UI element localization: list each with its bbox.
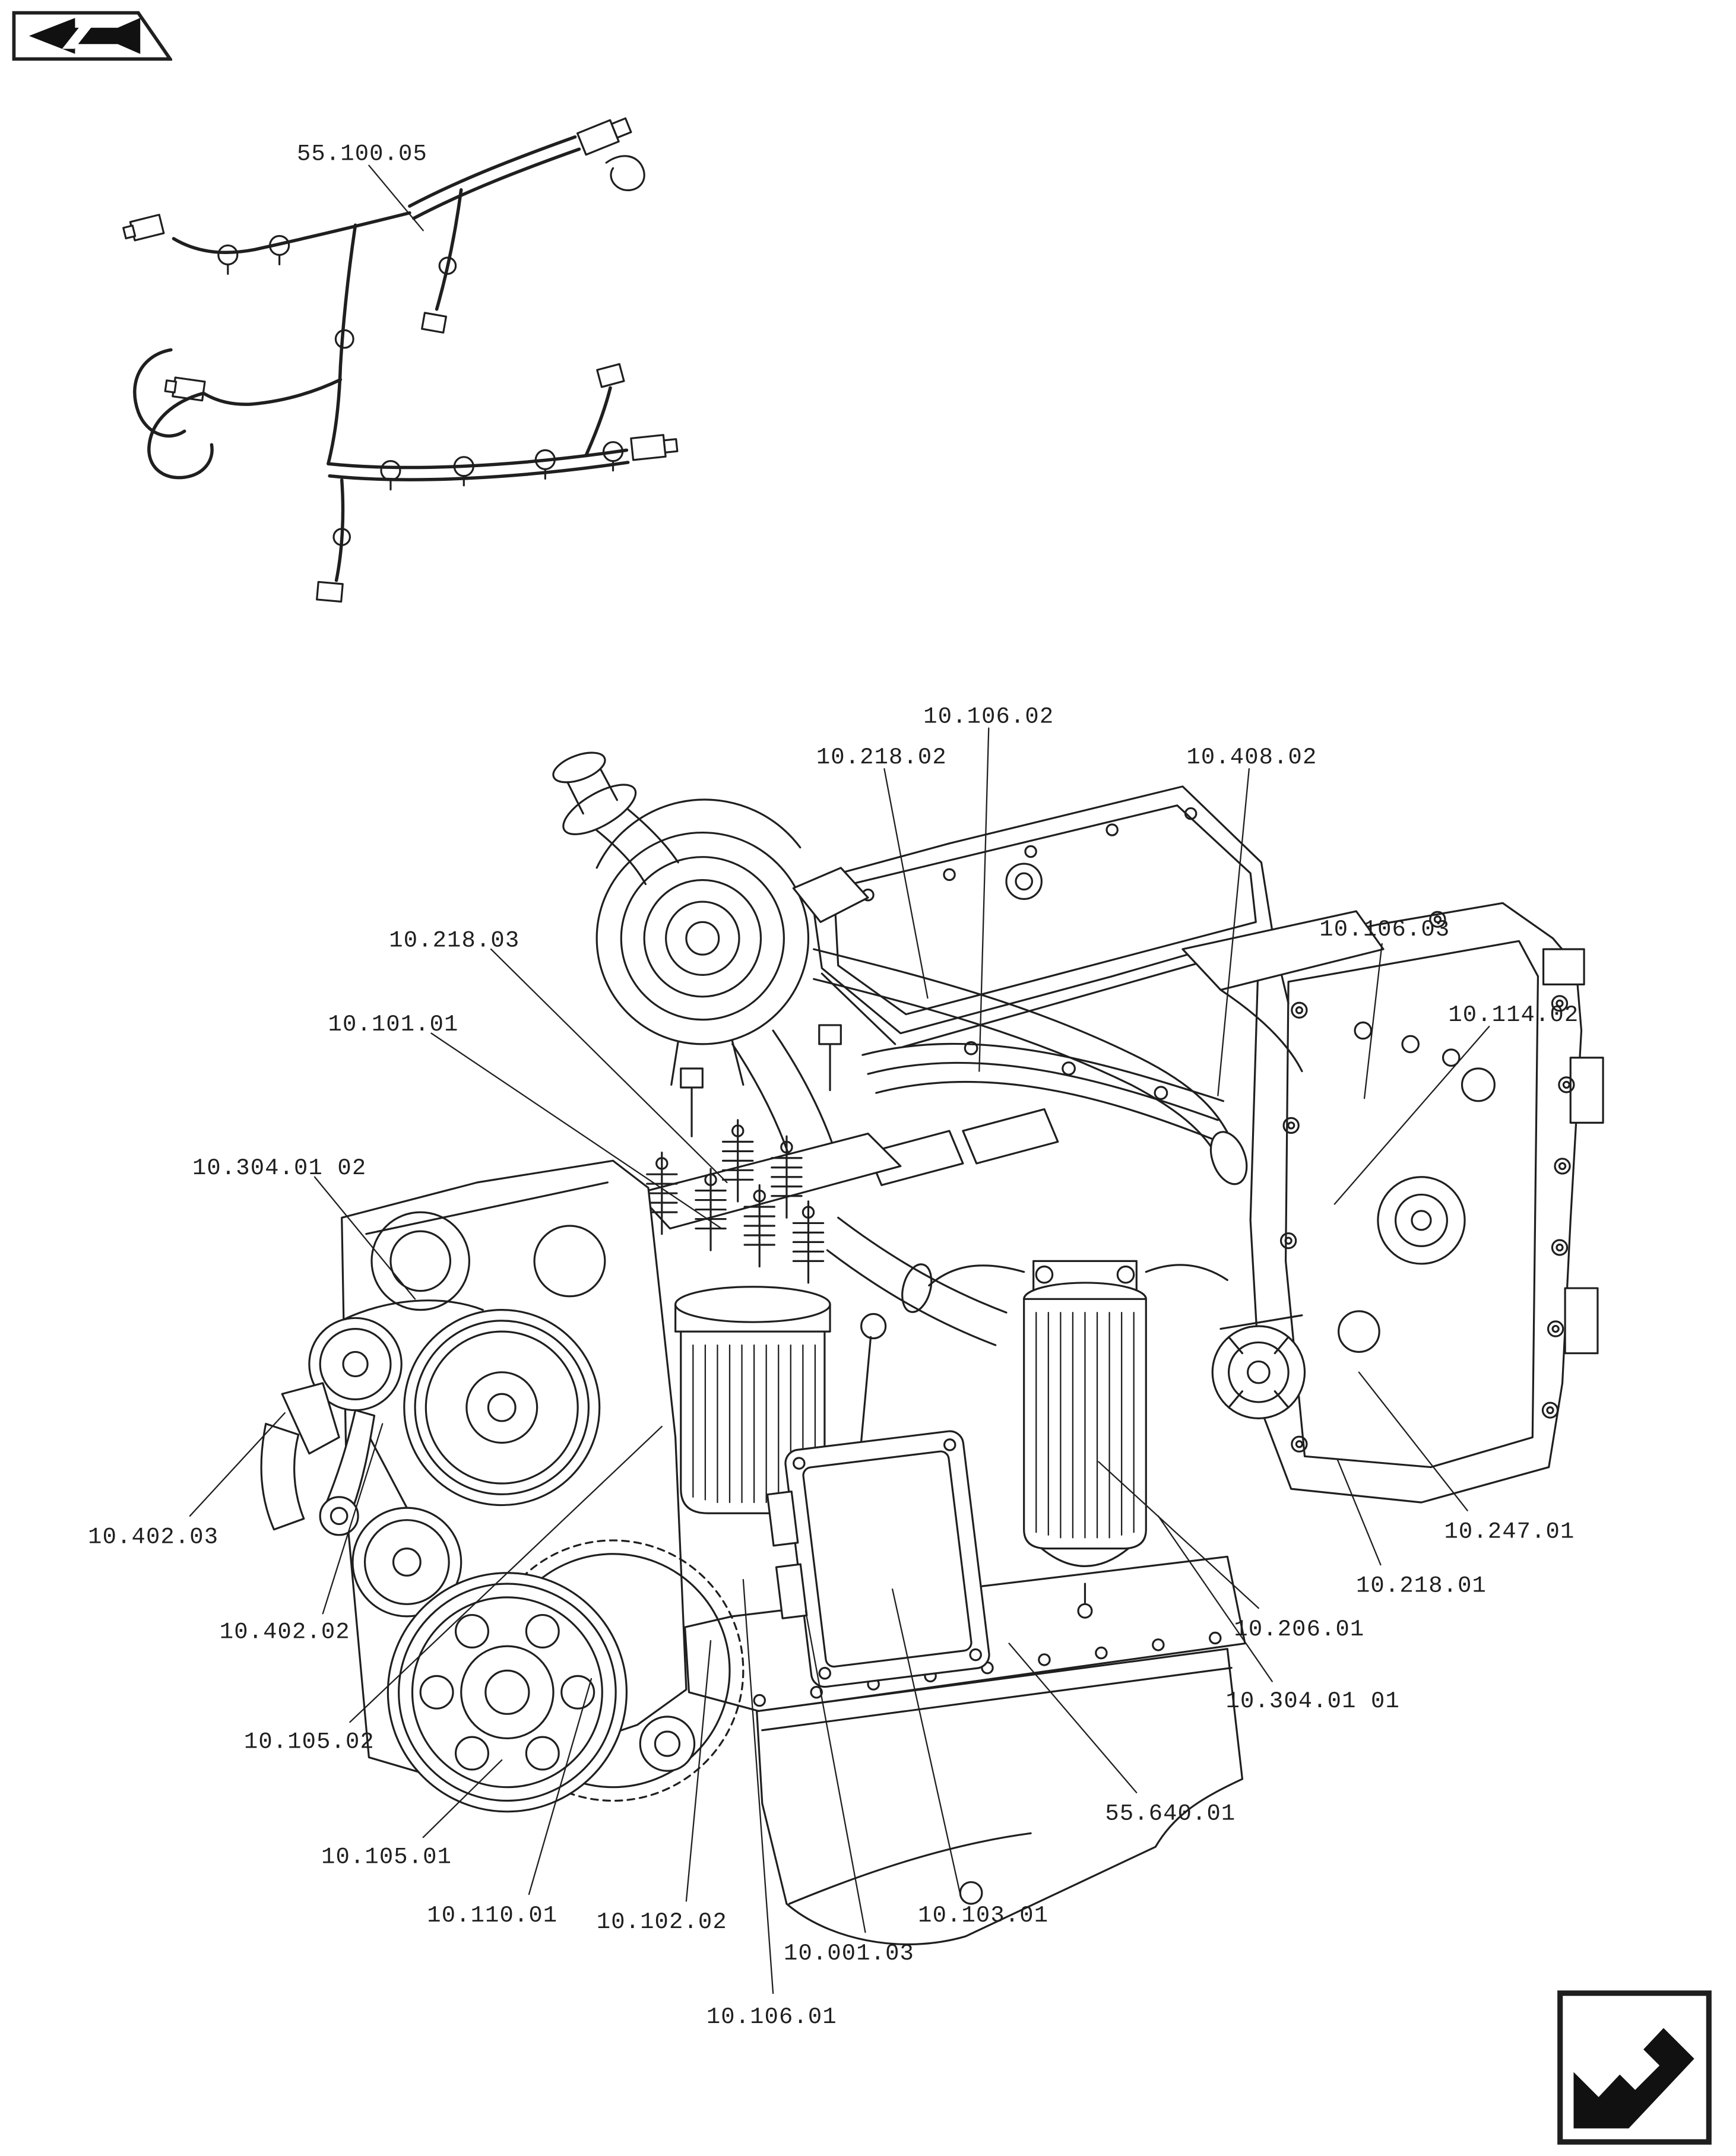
part-callout: 10.106.03 xyxy=(1319,917,1450,943)
part-callout: 10.218.01 xyxy=(1356,1573,1487,1599)
part-callout: 10.102.02 xyxy=(597,1909,727,1935)
part-callout: 10.001.03 xyxy=(784,1941,914,1967)
part-callout: 10.101.01 xyxy=(328,1012,459,1038)
part-callout: 10.408.02 xyxy=(1186,744,1317,771)
callout-labels: 55.100.05 10.106.02 10.218.02 10.408.02 … xyxy=(88,141,1579,2031)
return-arrow-icon xyxy=(12,11,172,61)
next-page-arrow-icon xyxy=(1557,1990,1712,2145)
part-callout: 55.100.05 xyxy=(297,141,427,167)
part-callout: 55.640.01 xyxy=(1105,1800,1236,1827)
part-callout: 10.402.03 xyxy=(88,1524,218,1551)
part-callout: 10.106.01 xyxy=(707,2004,837,2030)
part-callout: 10.218.03 xyxy=(389,927,519,953)
wiring-harness-figure xyxy=(122,117,679,603)
part-callout: 10.106.02 xyxy=(923,704,1054,730)
part-callout: 10.103.01 xyxy=(918,1903,1048,1929)
part-callout: 10.247.01 xyxy=(1444,1518,1575,1545)
part-callout: 10.304.01 01 xyxy=(1226,1688,1400,1714)
engine-figure xyxy=(260,752,1604,1945)
part-callout: 10.105.02 xyxy=(244,1729,375,1755)
part-callout: 10.105.01 xyxy=(321,1844,452,1870)
next-page-button[interactable] xyxy=(1557,1990,1712,2145)
part-callout: 10.218.02 xyxy=(816,744,947,771)
prev-page-button[interactable] xyxy=(12,11,172,61)
part-callout: 10.402.02 xyxy=(220,1619,350,1645)
part-callout: 10.206.01 xyxy=(1234,1616,1364,1643)
part-callout: 10.114.02 xyxy=(1448,1002,1579,1028)
part-callout: 10.110.01 xyxy=(427,1903,557,1929)
part-callout: 10.304.01 02 xyxy=(192,1155,366,1181)
leader-lines xyxy=(189,164,1490,1995)
